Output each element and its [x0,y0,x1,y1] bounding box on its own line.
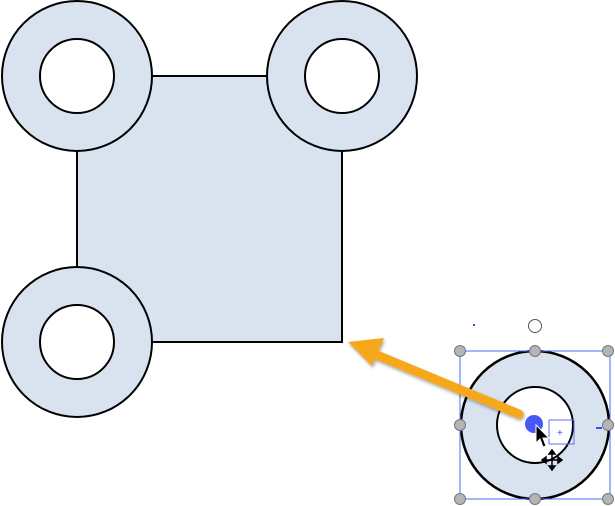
handle-n[interactable] [529,345,541,357]
handle-nw[interactable] [454,345,466,357]
connection-dot [473,324,475,326]
handle-se[interactable] [602,493,614,505]
resize-handles[interactable] [454,345,614,505]
arrow-annotation [348,338,524,419]
handle-e[interactable] [602,419,614,431]
connection-target-box [548,419,575,445]
handle-w[interactable] [454,419,466,431]
connection-dash [596,427,602,429]
ring-top-right[interactable] [266,0,418,152]
plus-marker: + [557,428,563,439]
handle-s[interactable] [529,493,541,505]
ring-top-left[interactable] [1,0,153,152]
ring-bottom-left[interactable] [1,266,153,418]
rotate-handle[interactable] [528,319,542,333]
arrow-pointer-icon [535,423,551,448]
move-cross-icon [540,448,564,472]
handle-sw[interactable] [454,493,466,505]
handle-ne[interactable] [602,345,614,357]
